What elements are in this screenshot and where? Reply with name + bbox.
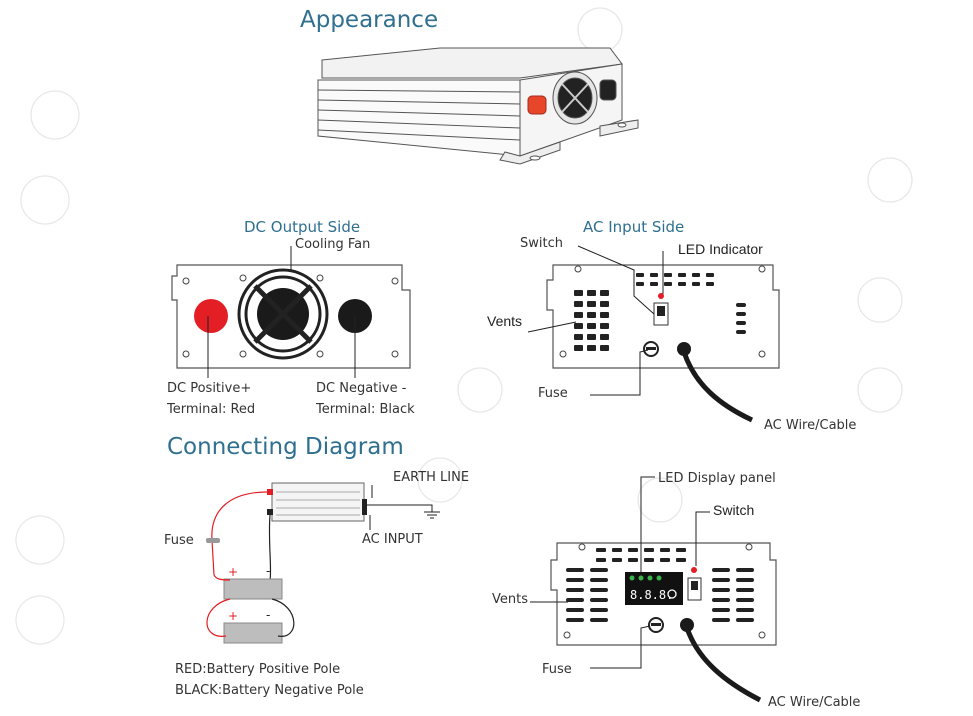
red-pole-caption: RED:Battery Positive Pole: [175, 662, 340, 677]
connecting-diagram: [206, 482, 440, 644]
ac-switch-label: Switch: [520, 236, 563, 251]
display-ac-cable: [684, 627, 762, 703]
led-display-digits: 8.8.8.: [630, 588, 673, 602]
dc-positive-terminal: [194, 299, 228, 333]
display-ac-wire-label: AC Wire/Cable: [768, 695, 860, 710]
connecting-fuse-label: Fuse: [164, 533, 194, 548]
display-fuse-label: Fuse: [542, 662, 572, 677]
dc-negative-terminal-label: Terminal: Black: [315, 402, 415, 417]
battery-bottom-plus: +: [228, 609, 238, 623]
led-indicator-label: LED Indicator: [678, 241, 763, 257]
connecting-diagram-title: Connecting Diagram: [167, 434, 404, 460]
dc-positive-terminal-label: Terminal: Red: [166, 402, 255, 417]
dc-negative-label: DC Negative -: [316, 381, 407, 396]
battery-top-minus: -: [266, 564, 270, 578]
ac-led-indicator: [658, 293, 664, 299]
appearance-inverter-illustration: [317, 47, 639, 165]
black-pole-caption: BLACK:Battery Negative Pole: [175, 683, 364, 698]
cooling-fan-label: Cooling Fan: [295, 237, 370, 252]
ac-cable: [681, 351, 754, 423]
ac-vents-label: Vents: [487, 313, 522, 329]
battery-top: [223, 578, 283, 600]
battery-bottom-minus: -: [266, 608, 270, 622]
earth-line-label: EARTH LINE: [393, 470, 469, 485]
appearance-title: Appearance: [300, 7, 438, 33]
panel-screws: [182, 274, 399, 358]
dc-positive-label: DC Positive+: [167, 381, 251, 396]
display-top-vents: [596, 548, 686, 562]
cooling-fan-icon: [237, 268, 329, 360]
dc-output-side-title: DC Output Side: [244, 218, 360, 236]
ac-input-side-title: AC Input Side: [583, 218, 684, 236]
top-vents: [636, 273, 714, 286]
ac-right-vents: [736, 303, 746, 334]
led-display-screen: [625, 572, 683, 605]
ac-input-panel: [527, 245, 780, 423]
display-right-vents: [712, 568, 754, 622]
ac-input-label: AC INPUT: [362, 532, 423, 547]
ac-fuse-label: Fuse: [538, 386, 568, 401]
display-panel-view: 8.8.8.: [530, 476, 777, 703]
fuse-icon: [206, 538, 220, 543]
display-left-vents: [566, 568, 608, 622]
battery-bottom: [223, 622, 283, 644]
ac-wire-label: AC Wire/Cable: [764, 418, 856, 433]
led-display-panel-label: LED Display panel: [658, 471, 776, 486]
display-switch-label: Switch: [713, 502, 754, 518]
display-vents-label: Vents: [492, 592, 528, 607]
ac-vents-grid: [574, 290, 609, 351]
battery-top-plus: +: [228, 565, 238, 579]
dc-output-panel: [171, 246, 411, 378]
